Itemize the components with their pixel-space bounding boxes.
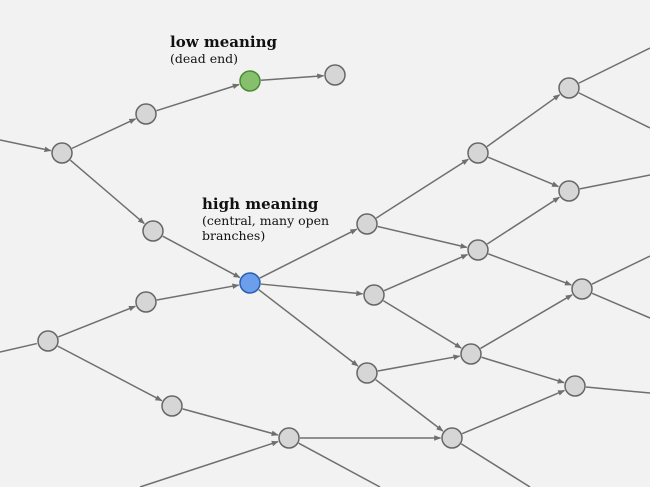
graph-edge <box>0 342 37 353</box>
graph-edge <box>578 92 650 129</box>
graph-node <box>363 284 385 306</box>
graph-edge <box>487 156 560 188</box>
graph-edge <box>383 300 462 349</box>
graph-node <box>558 77 580 99</box>
graph-node <box>571 278 593 300</box>
graph-node <box>324 64 346 86</box>
graph-edge <box>69 159 145 225</box>
graph-edge <box>461 389 566 435</box>
graph-node <box>135 103 157 125</box>
graph-edge <box>486 196 560 245</box>
graph-node <box>558 180 580 202</box>
graph-edge <box>139 440 279 487</box>
graph-edge <box>71 118 137 150</box>
graph-edge <box>375 379 444 432</box>
graph-edge <box>260 283 364 297</box>
low-meaning-subtitle: (dead end) <box>170 51 239 66</box>
graph-node <box>564 375 586 397</box>
graph-node <box>37 330 59 352</box>
nodes <box>37 64 593 449</box>
graph-edge <box>488 253 572 286</box>
graph-edge <box>377 354 461 372</box>
graph-node <box>51 142 73 164</box>
graph-node <box>356 362 378 384</box>
graph-edge <box>57 345 163 402</box>
graph-edge <box>480 294 573 350</box>
graph-edge <box>460 443 531 487</box>
graph-edge <box>57 305 136 338</box>
low-meaning-node <box>239 70 261 92</box>
graph-node <box>460 343 482 365</box>
graph-edge <box>585 386 650 394</box>
graph-edge <box>156 283 240 301</box>
graph-edge <box>162 235 241 279</box>
graph-edge <box>156 83 240 112</box>
graph-node <box>278 427 300 449</box>
high-meaning-subtitle-line1: (central, many open <box>202 213 330 228</box>
graph-edge <box>579 174 650 190</box>
graph-edge <box>0 139 52 153</box>
graph-node <box>467 142 489 164</box>
low-meaning-annotation: low meaning (dead end) <box>170 33 310 66</box>
graph-edge <box>486 94 561 148</box>
graph-node <box>161 395 183 417</box>
graph-edge <box>259 228 358 279</box>
graph-edge <box>481 356 565 384</box>
graph-edge <box>298 442 381 487</box>
graph-node <box>441 427 463 449</box>
graph-edge <box>258 289 359 367</box>
graph-node <box>142 220 164 242</box>
graph-edge <box>383 253 469 292</box>
graph-node <box>467 239 489 261</box>
high-meaning-title: high meaning <box>202 195 319 213</box>
graph-edge <box>375 158 469 219</box>
low-meaning-title: low meaning <box>170 33 277 51</box>
high-meaning-annotation: high meaning (central, many open branche… <box>202 195 342 243</box>
high-meaning-node <box>239 272 261 294</box>
graph-edge <box>377 225 468 249</box>
graph-edge <box>182 408 279 437</box>
graph-edge <box>591 255 650 285</box>
graph-node <box>356 213 378 235</box>
graph-edge <box>578 47 650 84</box>
graph-node <box>135 291 157 313</box>
graph-edge <box>591 292 650 319</box>
graph-edge <box>260 73 325 81</box>
edges <box>0 47 650 487</box>
high-meaning-subtitle-line2: branches) <box>202 228 266 243</box>
